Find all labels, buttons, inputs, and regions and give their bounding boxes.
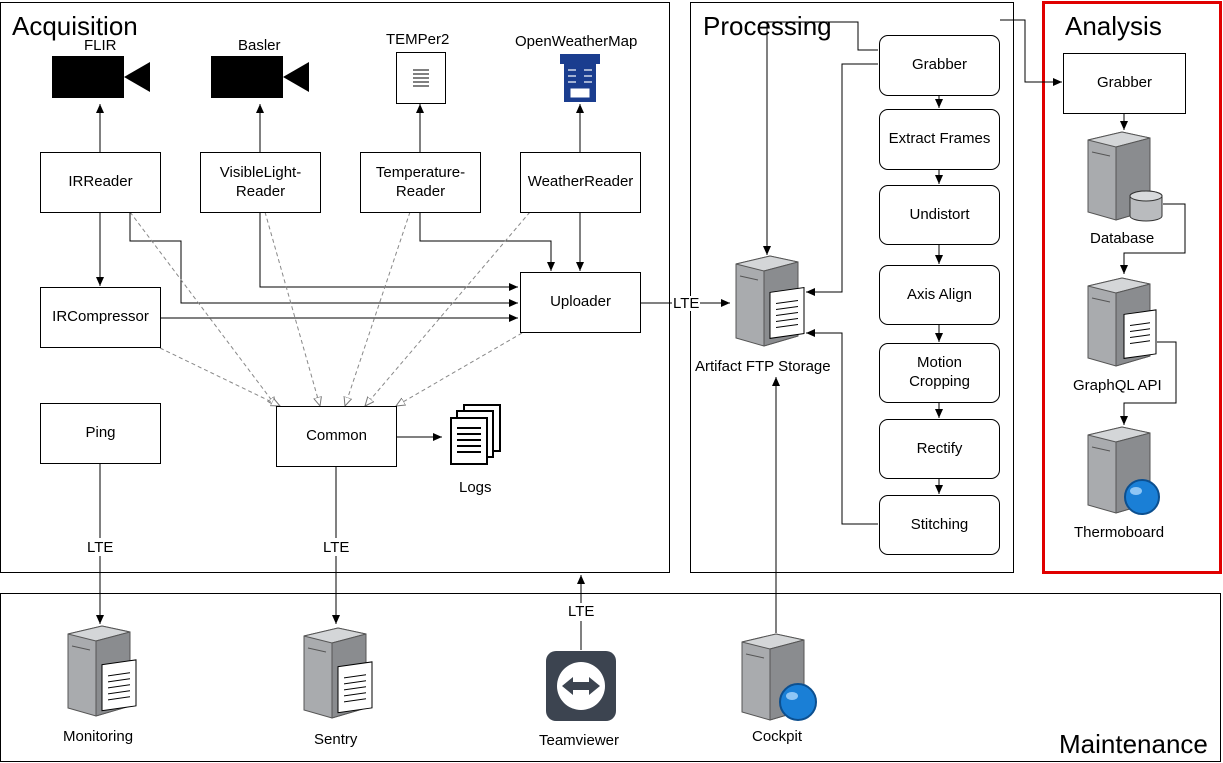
monitoring-label: Monitoring [63,728,134,745]
teamviewer-label: Teamviewer [539,732,620,749]
weather-reader-node: WeatherReader [520,152,641,213]
teamviewer-lte-label: LTE [567,603,596,620]
visible-light-reader-node: VisibleLight- Reader [200,152,321,213]
temperature-reader-node: Temperature- Reader [360,152,481,213]
database-server-icon [1087,131,1163,222]
teamviewer-icon [546,651,616,721]
ir-compressor-node: IRCompressor [40,287,161,348]
storage-label: Artifact FTP Storage [695,358,831,375]
flir-camera-icon [52,56,150,98]
undistort-node: Undistort [879,185,1000,245]
basler-camera-icon [211,56,309,98]
logs-label: Logs [459,479,492,496]
ping-lte-label: LTE [86,539,115,556]
graphql-server-icon [1087,277,1157,367]
openweathermap-label: OpenWeatherMap [515,33,638,50]
uploader-node: Uploader [520,272,641,333]
rectify-node: Rectify [879,419,1000,479]
acquisition-title: Acquisition [12,11,138,41]
ping-node: Ping [40,403,161,464]
processing-grabber-node: Grabber [879,35,1000,96]
weather-service-icon [560,54,600,102]
ir-reader-node: IRReader [40,152,161,213]
thermoboard-server-icon [1087,426,1160,515]
sentry-server-icon [303,627,373,719]
processing-title: Processing [703,11,832,41]
basler-label: Basler [238,37,281,54]
motion-cropping-node: Motion Cropping [879,343,1000,403]
storage-server-icon [735,255,805,347]
extract-frames-node: Extract Frames [879,109,1000,170]
monitoring-server-icon [67,625,137,717]
maintenance-title: Maintenance [1059,729,1208,759]
analysis-title: Analysis [1065,11,1162,41]
common-lte-label: LTE [322,539,351,556]
uploader-lte-label: LTE [672,295,701,312]
database-label: Database [1090,230,1155,247]
temperature-sensor-icon [396,52,446,104]
axis-align-node: Axis Align [879,265,1000,325]
common-node: Common [276,406,397,467]
stitching-node: Stitching [879,495,1000,555]
cockpit-server-icon [741,633,817,721]
sentry-label: Sentry [314,731,358,748]
cockpit-label: Cockpit [752,728,803,745]
temper-label: TEMPer2 [386,31,450,48]
analysis-grabber-node: Grabber [1063,53,1186,114]
logs-documents-icon [450,404,501,465]
graphql-label: GraphQL API [1073,377,1162,394]
thermoboard-label: Thermoboard [1074,524,1165,541]
flir-label: FLIR [84,37,117,54]
